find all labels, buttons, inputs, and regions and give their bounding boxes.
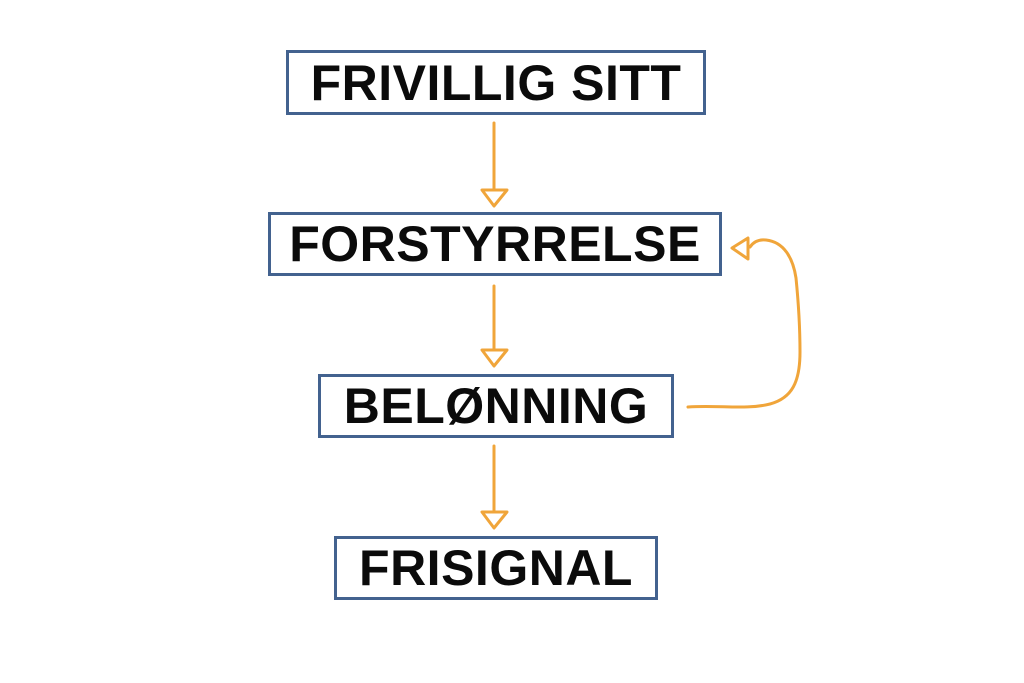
node-forstyrrelse: FORSTYRRELSE [268, 212, 722, 276]
node-label: FRISIGNAL [359, 540, 633, 596]
arrowhead-left-icon [730, 236, 750, 261]
edge-forstyrrelse-to-belonning [480, 284, 509, 368]
arrowhead-down-icon [480, 348, 509, 368]
node-frivillig-sitt: FRIVILLIG SITT [286, 50, 706, 115]
node-label: BELØNNING [343, 378, 649, 434]
edge-line [686, 238, 802, 409]
arrowhead-down-icon [480, 510, 509, 530]
node-frisignal: FRISIGNAL [334, 536, 658, 600]
edge-belonning-to-forstyrrelse-loop [686, 236, 802, 409]
node-belonning: BELØNNING [318, 374, 674, 438]
node-label: FORSTYRRELSE [289, 216, 701, 272]
arrowhead-down-icon [480, 188, 509, 208]
node-label: FRIVILLIG SITT [310, 54, 682, 111]
edge-frivillig-sitt-to-forstyrrelse [480, 121, 509, 208]
edge-belonning-to-frisignal [480, 444, 509, 530]
